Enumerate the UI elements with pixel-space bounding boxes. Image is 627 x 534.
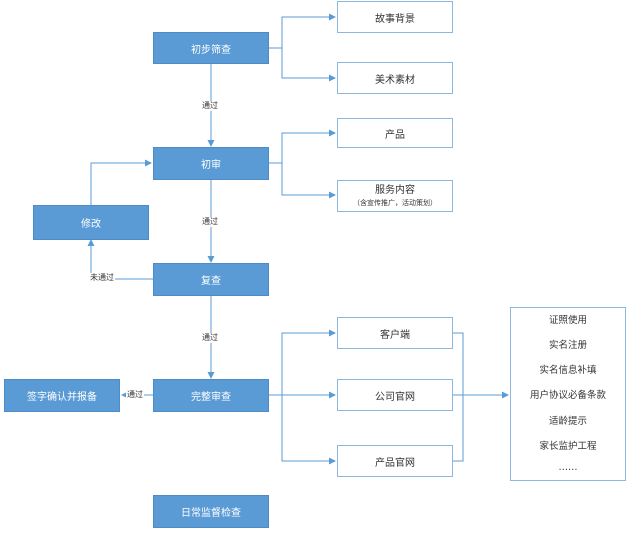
client-node: 客户端: [337, 317, 453, 349]
edge-label-not-passed: 未通过: [89, 273, 115, 283]
story-background-node: 故事背景: [337, 1, 453, 33]
sign-and-report-node: 签字确认并报备: [4, 379, 120, 412]
service-content-note: （含宣传推广，活动策划）: [353, 199, 437, 207]
requirement-item: 家长监护工程: [539, 441, 597, 452]
product-website-node: 产品官网: [337, 445, 453, 477]
company-website-node: 公司官网: [337, 379, 453, 411]
art-assets-node: 美术素材: [337, 62, 453, 94]
daily-supervision-node: 日常监督检查: [153, 495, 269, 528]
complete-review-node: 完整审查: [153, 379, 269, 412]
first-review-node: 初审: [153, 147, 269, 180]
requirement-item: 证照使用: [548, 315, 587, 326]
service-content-node: 服务内容 （含宣传推广，活动策划）: [337, 180, 453, 212]
edge-label-pass: 通过: [201, 217, 219, 227]
requirement-item: ……: [558, 462, 578, 473]
edge-label-pass: 通过: [201, 101, 219, 111]
requirement-item: 实名注册: [548, 340, 587, 351]
requirement-item: 适龄提示: [548, 416, 587, 427]
revise-node: 修改: [33, 205, 149, 240]
service-content-label: 服务内容: [375, 185, 415, 196]
edge-label-pass: 通过: [201, 333, 219, 343]
requirement-item: 实名信息补填: [539, 365, 597, 376]
requirements-list: 证照使用 实名注册 实名信息补填 用户协议必备条款 适龄提示 家长监护工程 ……: [510, 307, 626, 481]
requirement-item: 用户协议必备条款: [529, 390, 606, 401]
product-node: 产品: [337, 118, 453, 148]
re-review-node: 复查: [153, 263, 269, 296]
initial-screening-node: 初步筛查: [153, 32, 269, 64]
edge-label-pass: 通过: [126, 390, 144, 400]
